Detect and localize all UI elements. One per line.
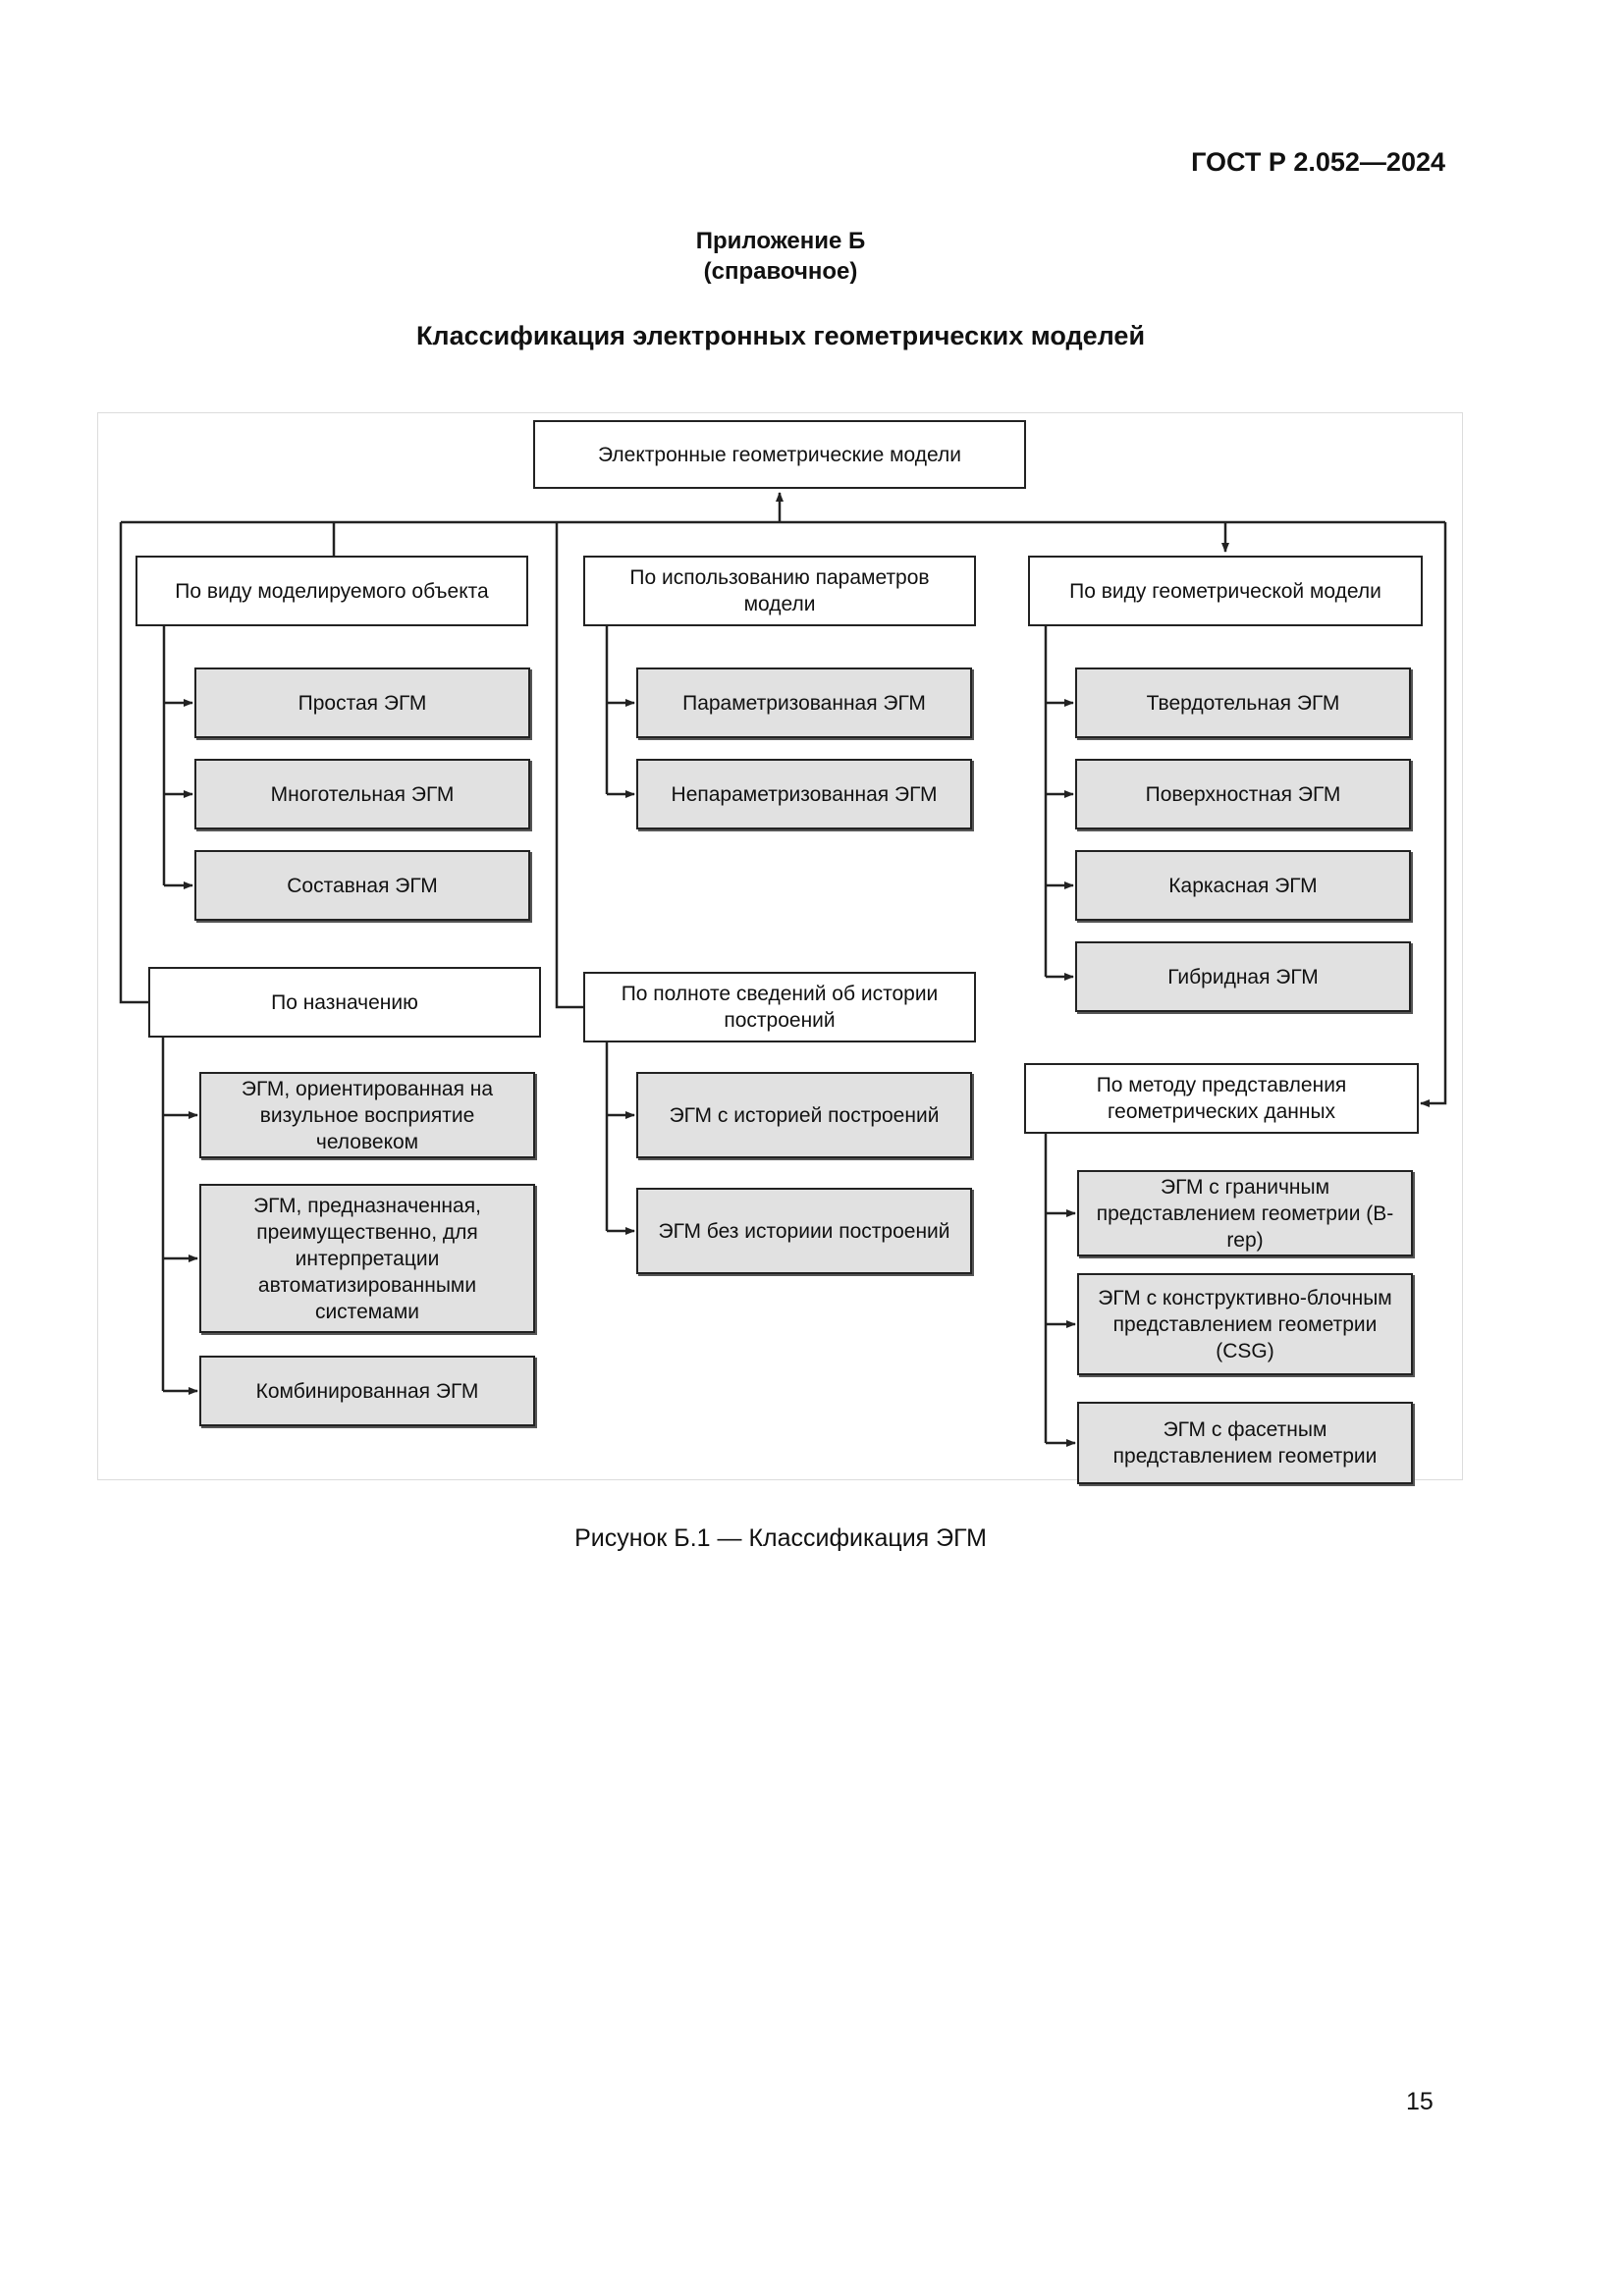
figure-caption: Рисунок Б.1 — Классификация ЭГМ	[574, 1524, 987, 1552]
leaf-node: ЭГМ с историей построений	[636, 1072, 972, 1158]
leaf-node: Гибридная ЭГМ	[1075, 941, 1411, 1012]
leaf-node: Многотельная ЭГМ	[194, 759, 530, 829]
leaf-node: Простая ЭГМ	[194, 667, 530, 738]
category-node: По методу представления геометрических д…	[1024, 1063, 1419, 1134]
category-node: По назначению	[148, 967, 541, 1038]
category-node: По использованию параметров модели	[583, 556, 976, 626]
category-node: По виду моделируемого объекта	[135, 556, 528, 626]
root-node: Электронные геометрические модели	[533, 420, 1026, 489]
leaf-node: ЭГМ без историии построений	[636, 1188, 972, 1274]
bus-drop-representation	[1420, 522, 1447, 1107]
category-node: По полноте сведений об истории построени…	[583, 972, 976, 1042]
leaf-node: ЭГМ с фасетным представлением геометрии	[1077, 1402, 1413, 1484]
leaf-node: Составная ЭГМ	[194, 850, 530, 921]
leaf-node: Каркасная ЭГМ	[1075, 850, 1411, 921]
leaf-node: Твердотельная ЭГМ	[1075, 667, 1411, 738]
leaf-node: ЭГМ с граничным представлением геометрии…	[1077, 1170, 1413, 1256]
leaf-node: Комбинированная ЭГМ	[199, 1356, 535, 1426]
leaf-node: Параметризованная ЭГМ	[636, 667, 972, 738]
appendix-label: Приложение Б	[695, 228, 866, 254]
page-title: Классификация электронных геометрических…	[415, 321, 1146, 350]
diagram-frame	[97, 412, 1463, 1480]
leaf-node: Непараметризованная ЭГМ	[636, 759, 972, 829]
bus-drop-purpose	[119, 522, 148, 1004]
appendix-heading: Приложение Б (справочное)	[0, 226, 1561, 287]
leaf-node: Поверхностная ЭГМ	[1075, 759, 1411, 829]
bus-drop-history	[555, 522, 583, 1009]
appendix-type: (справочное)	[703, 258, 858, 285]
standard-number: ГОСТ Р 2.052—2024	[1191, 147, 1445, 177]
leaf-node: ЭГМ с конструктивно-блочным представлени…	[1077, 1273, 1413, 1375]
leaf-node: ЭГМ, ориентированная на визульное воспри…	[199, 1072, 535, 1158]
page-number: 15	[1406, 2088, 1434, 2115]
leaf-node: ЭГМ, предназначенная, преимущественно, д…	[199, 1184, 535, 1333]
category-node: По виду геометрической модели	[1028, 556, 1423, 626]
